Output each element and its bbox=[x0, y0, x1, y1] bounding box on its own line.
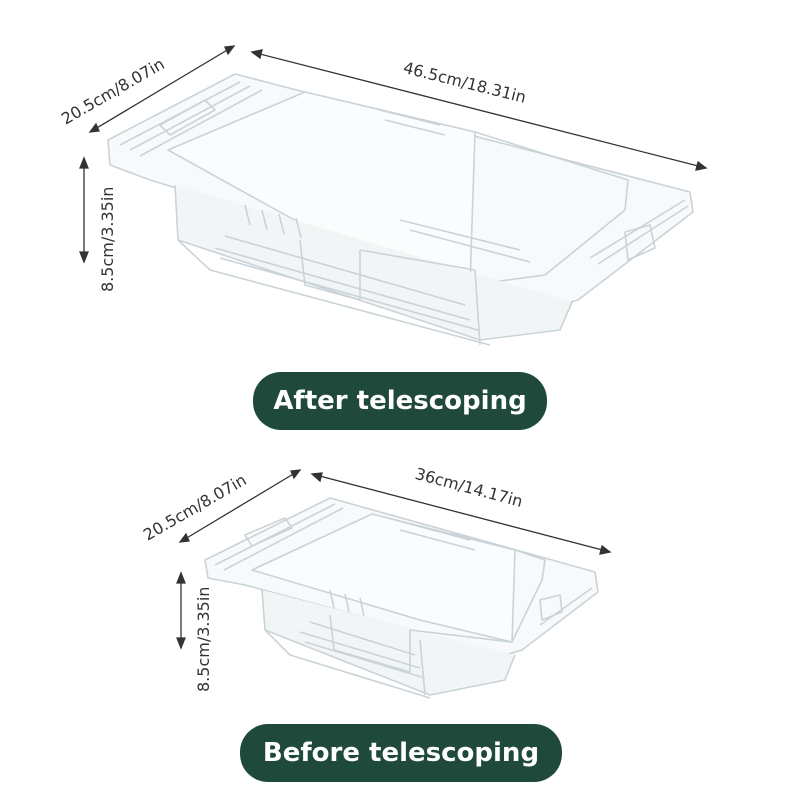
bottom-height-dimension-label: 8.5cm/3.35in bbox=[194, 586, 213, 692]
after-telescoping-caption: After telescoping bbox=[253, 372, 547, 430]
before-telescoping-caption: Before telescoping bbox=[240, 724, 562, 782]
